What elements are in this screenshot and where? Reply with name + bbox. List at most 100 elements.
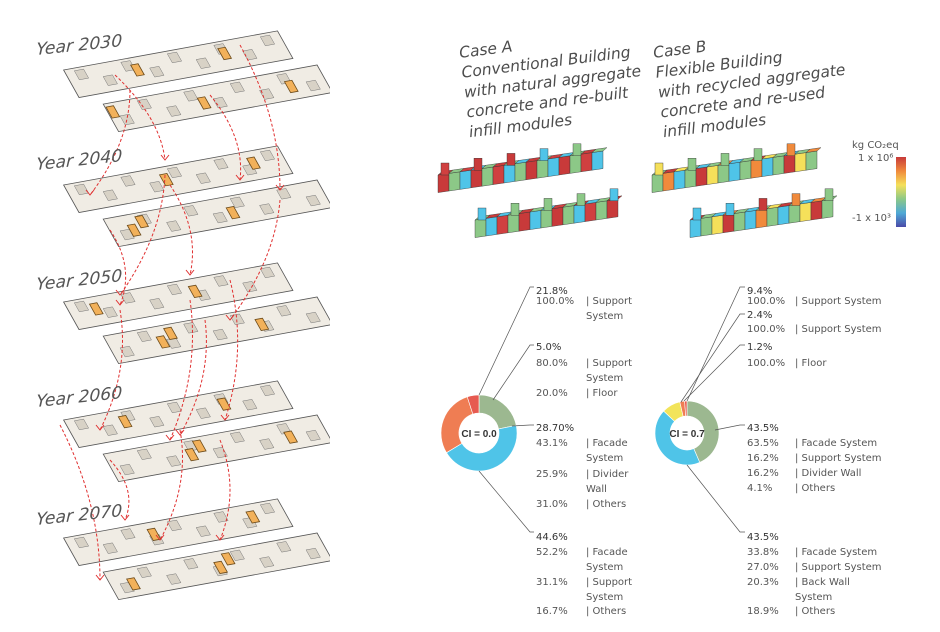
strip-cell <box>492 165 505 185</box>
case-b-group-1-item-label: | Support System <box>795 296 882 307</box>
strip-module <box>791 193 801 206</box>
case-a-group-1-item-pct: 100.0% <box>536 296 575 307</box>
infill-module <box>220 552 236 566</box>
case-a-group-4-pct: 44.6% <box>536 532 568 543</box>
wall-module <box>166 573 182 585</box>
wall-module <box>259 438 275 450</box>
strip-cell <box>711 214 724 235</box>
wall-module <box>305 429 321 442</box>
case-a-leader-4 <box>478 470 534 533</box>
case-a-group-3-item-3-label: | Others <box>586 499 627 510</box>
wall-module <box>183 205 199 217</box>
case-b-group-4-item-1-pct: 63.5% <box>747 438 779 449</box>
strip-cell <box>788 203 801 224</box>
relocation-arrowhead <box>115 289 125 296</box>
strip-cell <box>772 155 785 176</box>
strip-module <box>654 162 664 176</box>
case-a-group-2-item-2-pct: 20.0% <box>536 388 568 399</box>
infill-module <box>196 96 212 110</box>
strip-module <box>725 203 735 216</box>
floor-plan-1 <box>62 30 330 133</box>
relocation-arrowhead <box>165 434 175 441</box>
case-b-leader-4 <box>714 424 745 431</box>
strip-module <box>753 148 763 161</box>
wall-module <box>276 541 292 553</box>
relocation-arrowhead <box>95 424 105 431</box>
case-b-group-5-item-4-pct: 18.9% <box>747 606 779 617</box>
relocation-arrow <box>224 279 239 421</box>
case-b-group-4-item-4-pct: 4.1% <box>747 483 773 494</box>
strip-cell <box>722 213 735 234</box>
case-a-group-3-item-2-pct: 25.9% <box>536 469 568 480</box>
case-b-group-4-item-4-label: | Others <box>795 483 836 494</box>
strip-cell <box>503 163 516 184</box>
strip-module <box>539 148 549 161</box>
wall-module <box>259 203 275 215</box>
infill-module <box>105 105 121 119</box>
strip-module <box>824 188 834 201</box>
wall-module <box>259 34 276 47</box>
wall-module <box>183 322 199 334</box>
wall-module <box>73 536 90 549</box>
strip-module <box>510 203 520 216</box>
strip-cell <box>525 160 538 181</box>
wall-module <box>305 311 321 324</box>
infill-module <box>217 46 233 61</box>
strip-cell <box>662 171 675 192</box>
case-b-group-5-item-3-pct: 20.3% <box>747 577 779 588</box>
wall-module <box>229 196 245 208</box>
legend-min: -1 x 10³ <box>852 213 891 224</box>
strip-cell <box>474 218 487 238</box>
strip-cell <box>810 200 823 221</box>
strip-cell <box>540 208 553 229</box>
wall-module <box>195 172 211 184</box>
wall-module <box>213 158 229 170</box>
case-b-donut: CI = 0.7 <box>654 400 720 466</box>
relocation-arrow <box>229 199 281 321</box>
wall-module <box>119 113 135 126</box>
case-a-group-4-item-3-label: | Others <box>586 606 627 617</box>
wall-module <box>149 298 165 310</box>
relocation-arrowhead <box>175 429 185 436</box>
strip-cell <box>584 202 597 222</box>
case-a-donut: CI = 0.0 <box>440 394 518 472</box>
strip-cell <box>459 169 472 190</box>
case-a-leader-1 <box>478 286 534 396</box>
strip-cell <box>580 152 593 173</box>
wall-module <box>119 345 135 358</box>
wall-module <box>305 194 321 207</box>
case-a-group-3-pct: 28.70% <box>536 423 575 434</box>
donut-charts: CI = 0.0 CI = 0.7 <box>440 286 745 533</box>
wall-module <box>120 175 136 187</box>
relocation-arrow <box>99 309 123 431</box>
infill-module <box>283 430 299 444</box>
relocation-arrowhead <box>115 299 125 306</box>
wall-module <box>166 283 183 296</box>
case-a-group-3-item-1-label: | Facade System <box>586 438 628 464</box>
strip-cell <box>700 216 713 237</box>
strip-cell <box>821 198 834 219</box>
infill-module <box>184 448 200 462</box>
case-a-group-4-item-2-label: | Support System <box>586 577 633 603</box>
case-b-group-4-item-3-pct: 16.2% <box>747 468 779 479</box>
legend-colorbar <box>896 157 906 227</box>
case-a-group-4-item-1-label: | Facade System <box>586 547 628 573</box>
strip-cell <box>717 163 730 184</box>
relocation-arrow <box>114 74 166 161</box>
case-a-group-2-item-1-label: | Support System <box>586 358 633 384</box>
case-a-leader-2 <box>492 344 534 401</box>
case-a-group-3-item-2-label: | Divider Wall <box>586 469 629 495</box>
case-b-group-4-item-3-label: | Divider Wall <box>795 468 862 479</box>
strip-cell <box>547 157 560 177</box>
case-b-group-2-item-pct: 100.0% <box>747 324 786 335</box>
building-strips <box>437 143 838 238</box>
infill-module <box>158 173 174 187</box>
strip-cell <box>651 173 664 193</box>
relocation-arrowhead <box>185 269 195 276</box>
case-a-strip-lower <box>474 188 623 238</box>
relocation-arrow <box>209 94 242 181</box>
infill-module <box>283 79 299 94</box>
strip-module <box>473 158 483 171</box>
wall-module <box>102 424 118 436</box>
wall-module <box>213 275 229 287</box>
